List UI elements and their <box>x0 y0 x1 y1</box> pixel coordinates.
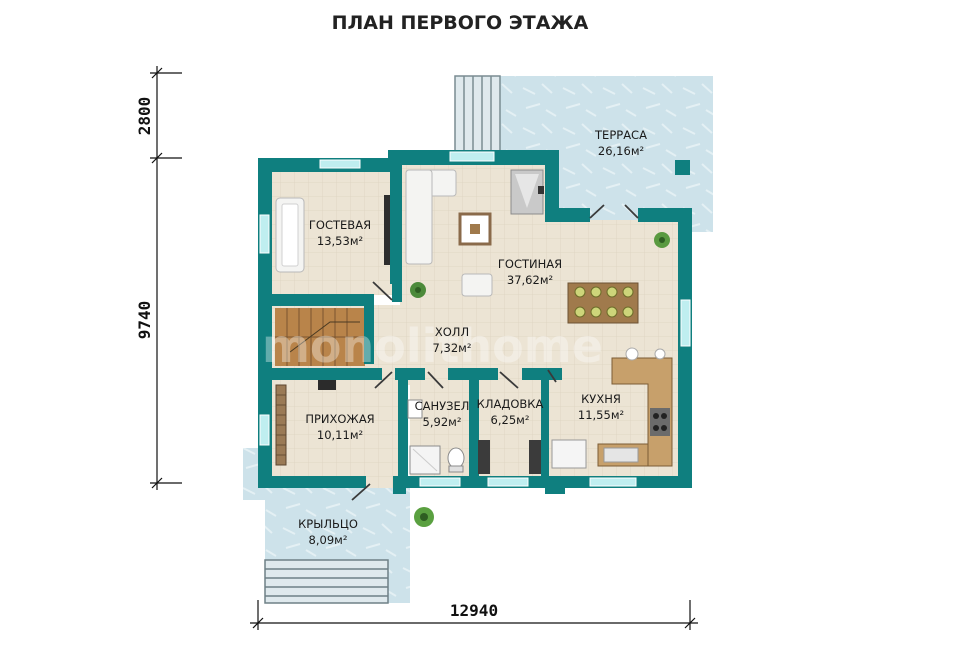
window <box>419 477 461 487</box>
room-area-living: 37,62м² <box>507 273 553 287</box>
room-area-guest: 13,53м² <box>317 234 363 248</box>
room-area-storage: 6,25м² <box>491 413 530 427</box>
terrace-steps <box>454 75 501 157</box>
room-area-entry: 10,11м² <box>317 428 363 442</box>
room-name-storage: КЛАДОВКА <box>477 397 544 411</box>
storage-shelf <box>529 440 541 474</box>
terrace-pillar <box>675 160 690 175</box>
window <box>449 151 495 162</box>
window <box>487 477 529 487</box>
room-name-hall: ХОЛЛ <box>435 325 469 339</box>
room-name-entry: ПРИХОЖАЯ <box>305 412 374 426</box>
dimension-horizontal <box>250 600 698 630</box>
dimension-label-width: 12940 <box>450 601 498 620</box>
room-name-guest: ГОСТЕВАЯ <box>309 218 371 232</box>
room-name-porch: КРЫЛЬЦО <box>298 517 358 531</box>
room-labels: ТЕРРАСА 26,16м² ГОСТЕВАЯ 13,53м² ГОСТИНА… <box>298 128 647 547</box>
plant-icon <box>654 232 670 248</box>
armchair <box>461 273 493 297</box>
room-area-kitchen: 11,55м² <box>578 408 624 422</box>
room-name-kitchen: КУХНЯ <box>581 392 621 406</box>
living-sofa <box>405 169 457 265</box>
room-area-bath: 5,92м² <box>423 415 462 429</box>
watermark: monolithome <box>262 319 603 373</box>
window <box>589 477 637 487</box>
window <box>680 299 691 347</box>
dimension-label-top: 2800 <box>135 97 154 136</box>
furniture <box>275 169 673 527</box>
doors <box>351 204 639 501</box>
room-name-living: ГОСТИНАЯ <box>498 257 562 271</box>
room-name-terrace: ТЕРРАСА <box>594 128 647 142</box>
storage-shelf <box>478 440 490 474</box>
plant-icon <box>410 282 426 298</box>
dimension-label-height: 9740 <box>135 301 154 340</box>
boiler <box>318 380 336 390</box>
kitchen-counter <box>551 347 673 469</box>
bathroom-fixtures <box>407 399 465 475</box>
guest-sofa <box>275 197 305 273</box>
porch <box>243 448 410 604</box>
window <box>259 214 270 254</box>
room-name-bath: САНУЗЕЛ <box>415 399 470 413</box>
window <box>319 159 361 169</box>
window <box>259 414 270 446</box>
dining-table <box>567 282 639 324</box>
plan-title: ПЛАН ПЕРВОГО ЭТАЖА <box>332 12 589 34</box>
dimension-vertical <box>150 66 182 490</box>
windows <box>259 151 691 487</box>
interior-stairs <box>275 308 365 366</box>
plant-icon <box>414 507 434 527</box>
fridge <box>551 439 587 469</box>
porch-steps <box>264 559 389 604</box>
room-area-terrace: 26,16м² <box>598 144 644 158</box>
room-area-hall: 7,32м² <box>433 341 472 355</box>
guest-tv <box>384 195 390 265</box>
room-area-porch: 8,09м² <box>309 533 348 547</box>
